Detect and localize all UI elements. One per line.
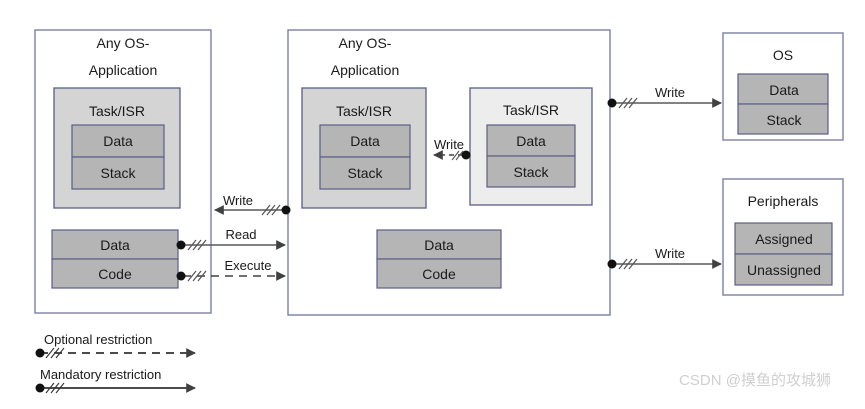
memory-cell-data: Data [769, 82, 799, 98]
memory-box-middle[interactable]: Data Code [376, 229, 502, 289]
edge-label: Read [225, 227, 256, 242]
memory-box-os[interactable]: Data Stack [737, 73, 829, 135]
container-title-line1: OS [773, 47, 793, 63]
edge-origin-dot [607, 98, 617, 108]
task-cell-data: Data [103, 133, 133, 149]
task-cell-data: Data [516, 133, 546, 149]
edge-write-left[interactable]: Write [214, 193, 291, 216]
container-title-line1: Any OS- [339, 35, 392, 51]
task-cell-stack: Stack [100, 165, 136, 181]
legend-item-optional: Optional restriction [35, 332, 196, 359]
container-os[interactable]: OS Data Stack [722, 32, 844, 141]
task-cell-stack: Stack [347, 165, 383, 181]
memory-cell-data: Data [100, 237, 130, 253]
edge-origin-dot [281, 205, 291, 215]
edge-origin-dot [461, 150, 471, 160]
edge-hash-marks [261, 204, 281, 216]
edge-label: Write [223, 193, 253, 208]
edge-label: Write [655, 85, 685, 100]
edge-hash-marks [187, 239, 207, 251]
memory-cell-unassigned: Unassigned [747, 262, 821, 278]
legend-origin-dot [35, 348, 45, 358]
legend-item-mandatory: Mandatory restriction [35, 367, 196, 394]
task-isr-title: Task/ISR [503, 102, 559, 118]
edge-hash-marks [187, 270, 207, 282]
legend-label: Mandatory restriction [40, 367, 161, 382]
task-isr-box[interactable]: Task/ISR Data Stack [53, 87, 181, 209]
container-left-app[interactable]: Any OS- Application Task/ISR Data Stack … [34, 29, 212, 314]
legend-hash-marks [45, 347, 65, 359]
task-cell-data: Data [350, 133, 380, 149]
edge-origin-dot [607, 259, 617, 269]
edge-label: Write [434, 137, 464, 152]
task-cell-stack: Stack [513, 164, 549, 180]
container-middle-app[interactable]: Any OS- Application Task/ISR Data Stack … [287, 29, 611, 316]
memory-cell-stack: Stack [766, 112, 802, 128]
memory-cell-assigned: Assigned [755, 231, 813, 247]
container-peripherals[interactable]: Peripherals Assigned Unassigned [722, 178, 844, 296]
edge-read-left[interactable]: Read [176, 227, 286, 251]
edge-write-peripherals[interactable]: Write [607, 246, 722, 270]
container-title-line2: Application [331, 62, 400, 78]
task-isr-box[interactable]: Task/ISR Data Stack [301, 87, 427, 209]
edge-execute-left[interactable]: Execute [176, 258, 286, 282]
memory-cell-code: Code [422, 266, 456, 282]
legend-origin-dot [35, 383, 45, 393]
edge-hash-marks [618, 97, 638, 109]
container-title-line2: Application [89, 62, 158, 78]
edge-origin-dot [176, 271, 186, 281]
legend: Optional restriction Mandatory restricti… [35, 332, 196, 394]
edge-origin-dot [176, 240, 186, 250]
container-title-line1: Any OS- [97, 35, 150, 51]
legend-label: Optional restriction [44, 332, 152, 347]
watermark: CSDN @摸鱼的攻城狮 [679, 371, 831, 389]
task-isr-title: Task/ISR [89, 103, 145, 119]
edge-label: Execute [225, 258, 272, 273]
edge-write-os[interactable]: Write [607, 85, 722, 109]
task-isr-box[interactable]: Task/ISR Data Stack [469, 87, 593, 206]
edge-hash-marks [451, 150, 464, 161]
edge-hash-marks [618, 258, 638, 270]
task-isr-title: Task/ISR [336, 103, 392, 119]
memory-cell-code: Code [98, 266, 132, 282]
legend-hash-marks [45, 382, 65, 394]
memory-box-peripherals[interactable]: Assigned Unassigned [734, 222, 833, 286]
container-title-line1: Peripherals [748, 193, 819, 209]
edge-label: Write [655, 246, 685, 261]
edge-write-inner[interactable]: Write [433, 137, 471, 161]
memory-box-left[interactable]: Data Code [51, 229, 179, 289]
memory-cell-data: Data [424, 237, 454, 253]
